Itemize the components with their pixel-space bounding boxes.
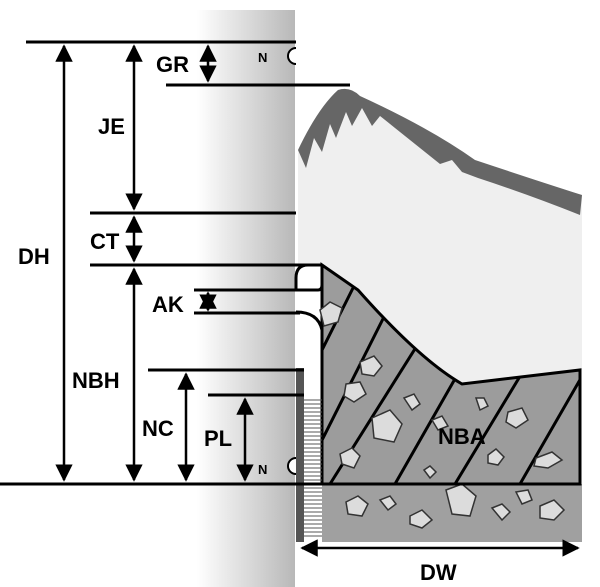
- pl-label: PL: [204, 426, 232, 451]
- collar-outline: [295, 310, 324, 484]
- nba-label: NBA: [438, 424, 486, 449]
- gr-label-bg: [152, 50, 196, 78]
- tooth-root: [197, 10, 295, 587]
- ligament-band: [296, 368, 304, 542]
- gingival-tissue: [298, 88, 582, 384]
- gr-label: GR: [156, 52, 189, 77]
- gingival-surface: [298, 88, 582, 215]
- bone-particles: [319, 301, 564, 480]
- tissue-wall-outline: [294, 263, 324, 292]
- measurement-arrows: [55, 44, 580, 557]
- nc-label: NC: [142, 416, 174, 441]
- notch-bottom: [287, 457, 297, 475]
- je-label: JE: [98, 114, 125, 139]
- notch-top: [287, 47, 297, 65]
- reference-lines: [0, 40, 580, 486]
- notch-bottom-label: N: [258, 462, 267, 477]
- ligament-fibers: [304, 399, 322, 537]
- native-bone-particles: [345, 483, 566, 529]
- ak-label: AK: [152, 292, 184, 317]
- dw-label: DW: [420, 560, 457, 585]
- nbh-label: NBH: [72, 368, 120, 393]
- dh-label: DH: [18, 244, 50, 269]
- notch-top-label: N: [258, 50, 267, 65]
- ct-label: CT: [90, 229, 120, 254]
